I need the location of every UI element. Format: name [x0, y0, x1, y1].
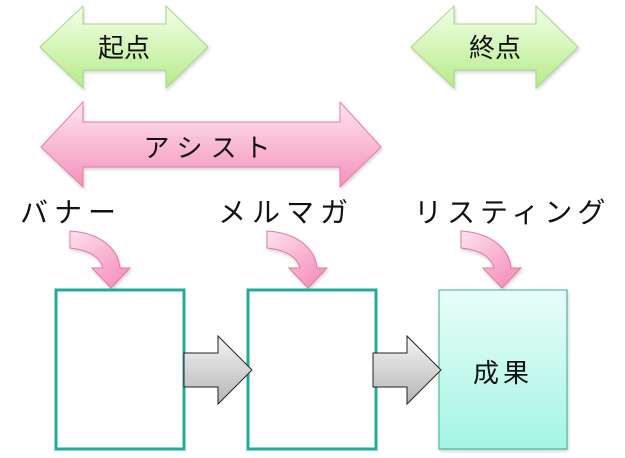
start-arrow-label: 起点: [98, 34, 150, 64]
box-banner: [54, 288, 186, 451]
curved-arrow-shape: [69, 230, 132, 289]
assist-arrow: [40, 100, 382, 189]
start-arrow-shape: [39, 4, 209, 90]
channel-label-mailmagazine: メルマガ: [218, 196, 354, 229]
curved-arrow-mailmagazine: [266, 230, 329, 289]
end-arrow-label: 終点: [469, 34, 521, 64]
assist-arrow-shape: [40, 100, 382, 189]
assist-arrow-label: アシスト: [144, 134, 279, 164]
end-arrow: [410, 4, 579, 90]
channel-label-banner: バナー: [20, 196, 122, 229]
curved-arrow-shape: [266, 230, 329, 289]
start-arrow: [39, 4, 209, 90]
flow-arrow-2: [372, 334, 442, 406]
channel-label-listing: リスティング: [414, 196, 610, 229]
box-mailmagazine: [246, 288, 378, 451]
end-arrow-shape: [410, 4, 579, 90]
result-label: 成果: [473, 359, 533, 389]
curved-arrow-shape: [460, 230, 523, 289]
curved-arrow-listing: [460, 230, 523, 289]
curved-arrow-banner: [69, 230, 132, 289]
flow-arrow-1: [183, 334, 253, 406]
